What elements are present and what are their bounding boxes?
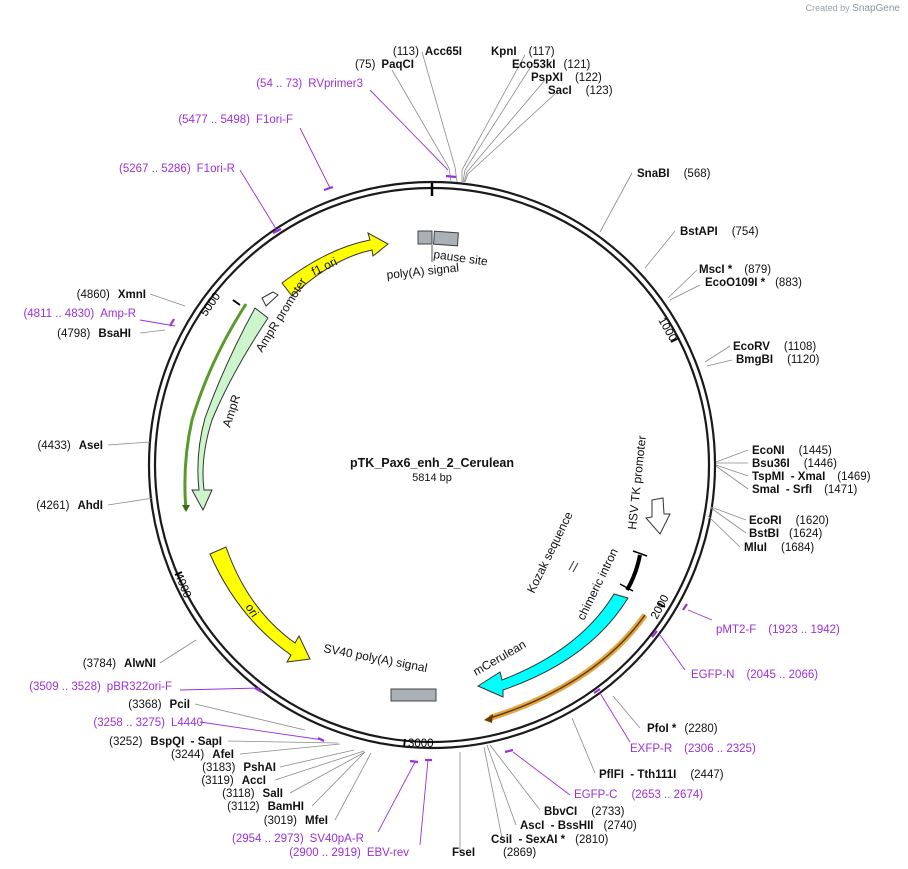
site-label: EcoRV(1108) <box>733 341 816 353</box>
primer-label: pMT2-F(1923 .. 1942) <box>716 624 840 636</box>
primer-marks <box>169 174 688 764</box>
site-label: (4860)XmnI <box>77 289 146 301</box>
primer-label: (5267 .. 5286)F1ori-R <box>119 163 235 175</box>
site-label: MluI(1684) <box>744 542 814 554</box>
site-label: (3368)PciI <box>128 699 190 711</box>
site-label: Eco53kI(121) <box>512 59 591 71</box>
site-label: (75)PaqCI <box>355 59 414 71</box>
site-label: SacI(123) <box>548 85 613 97</box>
primer-label: EGFP-N(2045 .. 2066) <box>691 669 818 681</box>
site-label: PfoI *(2280) <box>647 723 718 735</box>
site-label: (4433)AseI <box>37 440 103 452</box>
site-label: (3112)BamHI <box>227 801 304 813</box>
feature-label-ori: ori <box>243 601 262 620</box>
site-label: (113)Acc65I <box>393 46 462 58</box>
credit-prefix: Created by <box>805 3 850 13</box>
site-leaders <box>107 51 749 852</box>
site-label: (3118)SalI <box>222 788 283 800</box>
site-label: BstBI(1624) <box>749 528 822 540</box>
site-label: KpnI(117) <box>491 46 555 58</box>
primer-label: (2954 .. 2973)SV40pA-R <box>232 833 364 845</box>
feature-sv40-polya <box>390 688 437 702</box>
plasmid-name: pTK_Pax6_enh_2_Cerulean <box>350 456 514 470</box>
site-label: AscI - BssHII(2740) <box>520 820 637 832</box>
site-label: (3784)AlwNI <box>83 658 156 670</box>
site-label: BmgBI(1120) <box>736 354 820 366</box>
feature-f1-ori <box>281 231 389 297</box>
site-label: PflFI - Tth111I(2447) <box>599 769 724 781</box>
site-label: (3019)MfeI <box>264 815 328 827</box>
feature-ampr-outer-arc <box>183 303 248 511</box>
primer-label: (4811 .. 4830)Amp-R <box>23 308 136 320</box>
feature-kozak <box>568 560 575 571</box>
site-label: EcoNI(1445) <box>752 445 832 457</box>
site-labels: (113)Acc65I (75)PaqCI KpnI(117) Eco53kI(… <box>36 46 871 859</box>
primer-label: (5477 .. 5498)F1ori-F <box>178 114 293 126</box>
primer-leaders <box>139 89 713 846</box>
primer-label: (3258 .. 3275)L4440 <box>93 717 203 729</box>
site-label: BbvCI(2733) <box>544 806 625 818</box>
tick-2000: 2000 <box>649 593 672 621</box>
feature-mcerulean <box>476 593 629 698</box>
feature-label-poly-a: poly(A) signal <box>386 260 460 282</box>
feature-label-ampr: AmpR <box>220 393 244 429</box>
site-label: Bsu36I(1446) <box>752 458 837 470</box>
feature-pause-site-box <box>433 230 459 247</box>
site-label: (3183)PshAI <box>202 762 276 774</box>
site-label: MscI *(879) <box>699 264 771 276</box>
site-label: (3119)AccI <box>201 775 266 787</box>
site-label: BstAPI(754) <box>680 226 759 238</box>
tick-3000: 3000 <box>408 738 434 750</box>
plasmid-size: 5814 bp <box>412 472 452 484</box>
feature-ori <box>209 546 311 663</box>
feature-label-f1-ori: f1 ori <box>309 254 339 278</box>
site-label: CsiI - SexAI *(2810) <box>491 834 609 846</box>
feature-chimeric-intron <box>625 554 642 592</box>
primer-label: (3509 .. 3528)pBR322ori-F <box>29 681 172 693</box>
site-label: EcoO109I *(883) <box>705 277 802 289</box>
site-label: (3252)BspQI - SapI <box>109 736 222 748</box>
site-label: (3244)AfeI <box>171 749 234 761</box>
feature-label-sv40-polya: SV40 poly(A) signal <box>322 641 428 675</box>
feature-poly-a-box <box>417 230 433 245</box>
site-label: TspMI - XmaI(1469) <box>752 471 871 483</box>
feature-ampr <box>191 307 269 512</box>
feature-hsv-tk-promoter <box>645 497 671 535</box>
site-label: PspXI(122) <box>531 72 602 84</box>
site-label: FseI(2869) <box>452 847 536 859</box>
site-label: SmaI - SrfI(1471) <box>752 484 857 496</box>
site-label: (4798)BsaHI <box>57 328 131 340</box>
primer-label: EXFP-R(2306 .. 2325) <box>630 743 756 755</box>
credit-brand: SnapGene <box>852 3 900 14</box>
feature-ampr-promoter <box>261 291 279 307</box>
primer-label: EGFP-C(2653 .. 2674) <box>574 789 703 801</box>
scale-ticks: 1000 2000 3000 4000 5000 <box>172 291 680 750</box>
tick-5000: 5000 <box>199 291 224 319</box>
backbone-outer <box>147 180 717 750</box>
snapgene-credit: Created by SnapGene <box>806 3 900 14</box>
feature-label-hsv-tk: HSV TK promoter <box>625 435 649 530</box>
primer-labels: (54 .. 73)RVprimer3 (5477 .. 5498)F1ori-… <box>23 78 840 859</box>
site-label: EcoRI(1620) <box>749 515 829 527</box>
primer-label: (54 .. 73)RVprimer3 <box>256 78 363 90</box>
primer-label: (2900 .. 2919)EBV-rev <box>289 847 409 859</box>
feature-label-kozak: Kozak sequence <box>524 509 576 595</box>
site-label: SnaBI(568) <box>637 168 711 180</box>
site-label: (4261)AhdI <box>36 500 103 512</box>
